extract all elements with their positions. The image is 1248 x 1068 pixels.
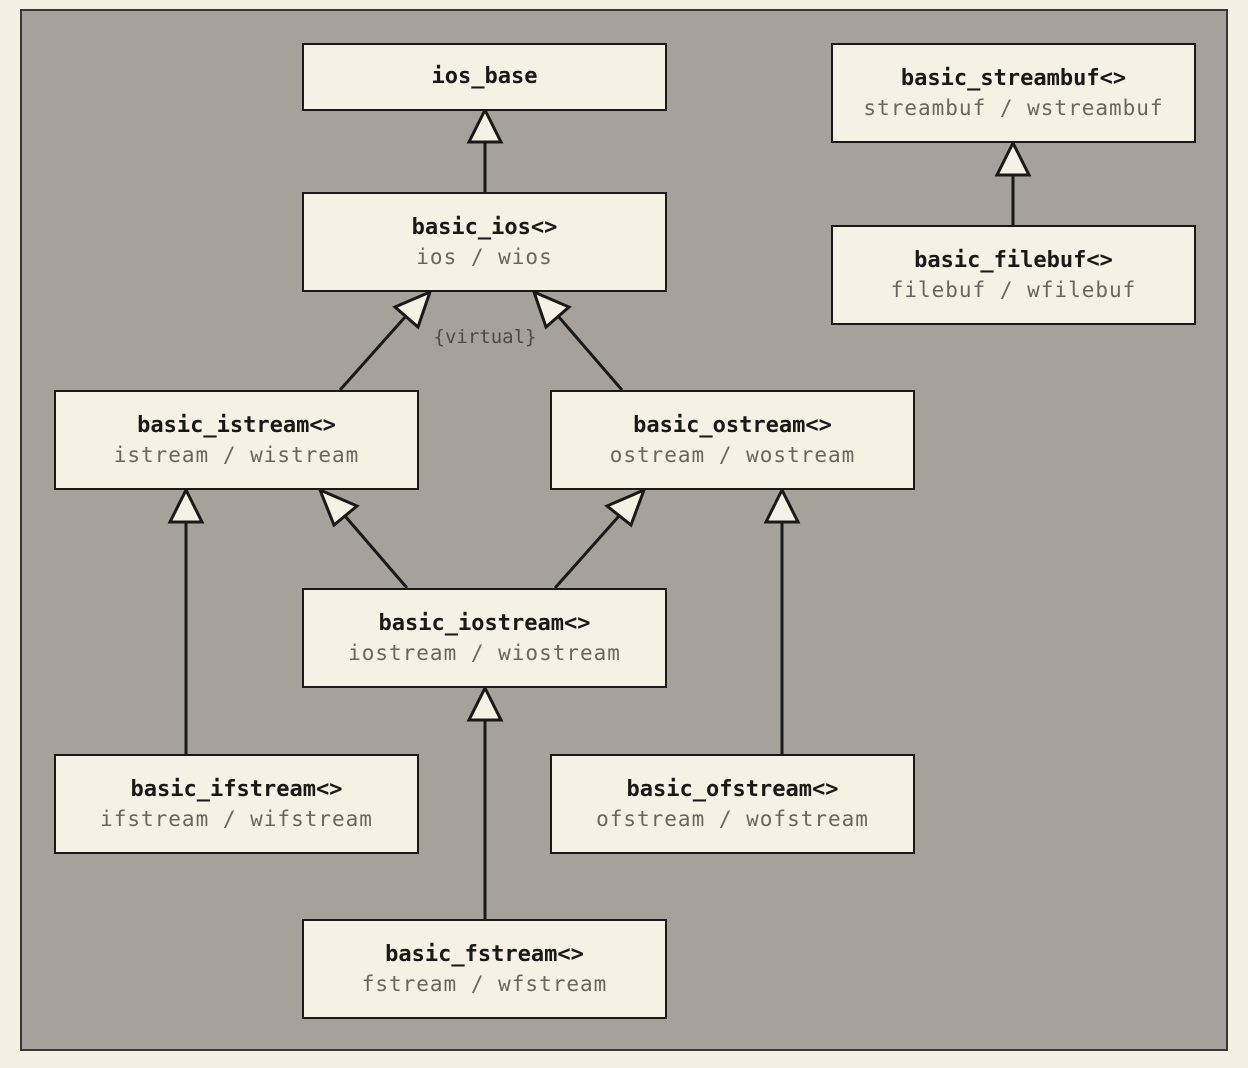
node-alias: streambuf / wstreambuf <box>863 96 1164 120</box>
node-alias: filebuf / wfilebuf <box>890 278 1137 302</box>
arrowhead-basic-ios-left <box>392 289 433 330</box>
arrowhead-basic-streambuf <box>994 139 1032 177</box>
node-name: basic_fstream<> <box>385 942 584 967</box>
node-name: basic_ifstream<> <box>130 777 343 802</box>
node-name: basic_ofstream<> <box>626 777 839 802</box>
node-alias: ios / wios <box>416 245 553 269</box>
node-alias: fstream / wfstream <box>361 972 608 996</box>
arrowhead-basic-ostream-left <box>604 487 647 528</box>
arrowhead-basic-ios-right <box>531 289 572 330</box>
node-alias: ostream / wostream <box>609 443 856 467</box>
node-basic-ifstream: basic_ifstream<> ifstream / wifstream <box>54 754 419 854</box>
node-name: basic_ios<> <box>411 215 558 240</box>
arrowhead-ios-base <box>466 106 504 144</box>
edge-basic-iostream-to-basic-istream <box>343 515 409 589</box>
node-alias: istream / wistream <box>113 443 360 467</box>
arrowhead-basic-istream-right <box>317 487 360 528</box>
node-name: ios_base <box>431 64 538 89</box>
node-ios-base: ios_base <box>302 43 667 111</box>
node-name: basic_iostream<> <box>378 611 591 636</box>
node-basic-istream: basic_istream<> istream / wistream <box>54 390 419 490</box>
node-name: basic_ostream<> <box>633 413 832 438</box>
node-name: basic_istream<> <box>137 413 336 438</box>
node-basic-ofstream: basic_ofstream<> ofstream / wofstream <box>550 754 915 854</box>
node-basic-streambuf: basic_streambuf<> streambuf / wstreambuf <box>831 43 1196 143</box>
edge-basic-iostream-to-basic-ostream <box>553 515 621 589</box>
node-basic-ostream: basic_ostream<> ostream / wostream <box>550 390 915 490</box>
node-alias: ifstream / wifstream <box>100 807 373 831</box>
node-alias: iostream / wiostream <box>348 641 621 665</box>
node-basic-fstream: basic_fstream<> fstream / wfstream <box>302 919 667 1019</box>
node-basic-iostream: basic_iostream<> iostream / wiostream <box>302 588 667 688</box>
edge-basic-istream-to-basic-ios <box>338 315 408 391</box>
diagram-canvas <box>20 9 1228 1051</box>
arrowhead-basic-iostream <box>466 684 504 722</box>
virtual-inheritance-label: {virtual} <box>433 326 537 348</box>
node-name: basic_filebuf<> <box>914 248 1113 273</box>
edge-basic-ostream-to-basic-ios <box>556 315 624 391</box>
node-alias: ofstream / wofstream <box>596 807 869 831</box>
node-name: basic_streambuf<> <box>900 66 1127 91</box>
arrowhead-basic-ostream-right <box>763 486 801 524</box>
node-basic-ios: basic_ios<> ios / wios <box>302 192 667 292</box>
node-basic-filebuf: basic_filebuf<> filebuf / wfilebuf <box>831 225 1196 325</box>
arrowhead-basic-istream-left <box>167 486 205 524</box>
